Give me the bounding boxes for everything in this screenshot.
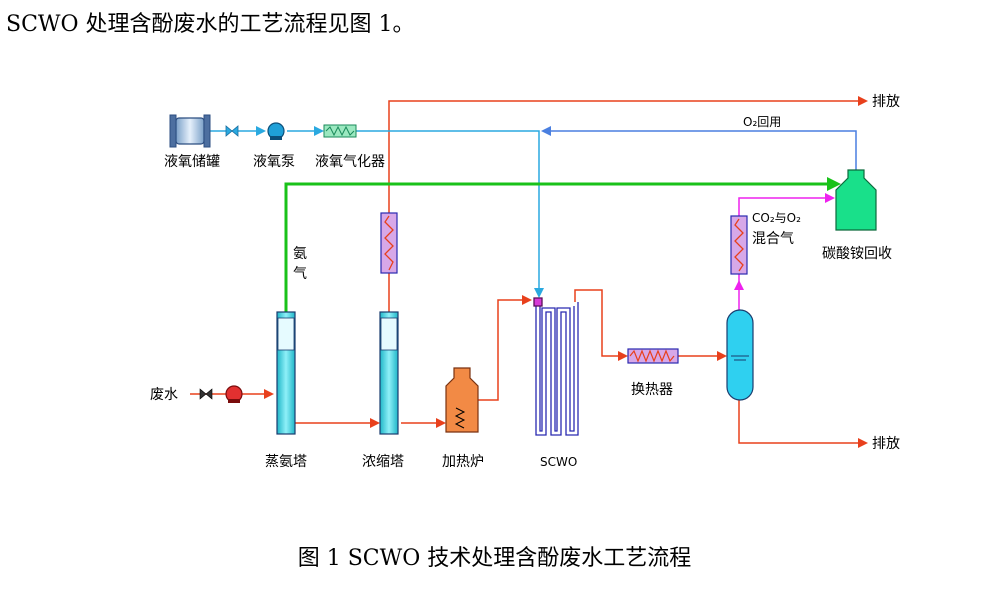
wastewater-pump-icon bbox=[225, 385, 243, 403]
label-discharge-bottom: 排放 bbox=[872, 436, 900, 452]
label-ammonia-2: 气 bbox=[293, 266, 307, 282]
line-vaporizer-to-scwo bbox=[356, 130, 544, 298]
label-heater: 加热炉 bbox=[442, 454, 484, 470]
label-ammonia-1: 氨 bbox=[293, 246, 307, 262]
label-co2-o2-2: 混合气 bbox=[752, 231, 794, 247]
line-co2-o2-mix-upper bbox=[738, 193, 835, 216]
label-heat-exchanger: 换热器 bbox=[631, 381, 673, 398]
heater-icon bbox=[445, 367, 479, 433]
separator-cooler-icon bbox=[730, 215, 748, 275]
label-scwo: SCWO bbox=[540, 455, 577, 469]
label-ammonia-stripper: 蒸氨塔 bbox=[265, 454, 307, 470]
label-co2-o2-1: CO₂与O₂ bbox=[752, 211, 801, 225]
label-lox-vaporizer: 液氧气化器 bbox=[315, 154, 385, 170]
lox-pump-icon bbox=[267, 122, 285, 140]
line-heater-to-scwo bbox=[478, 295, 532, 401]
heat-exchanger-icon bbox=[627, 348, 679, 364]
label-discharge-top: 排放 bbox=[872, 94, 900, 110]
line-scwo-to-exchanger bbox=[574, 289, 628, 361]
line-ammonia bbox=[284, 177, 841, 312]
label-lox-tank: 液氧储罐 bbox=[164, 154, 220, 170]
intro-text: SCWO 处理含酚废水的工艺流程见图 1。 bbox=[6, 12, 415, 37]
ammonium-recovery-icon bbox=[835, 169, 877, 231]
separator-icon bbox=[726, 309, 754, 401]
label-o2-recycle: O₂回用 bbox=[743, 115, 781, 129]
concentrator-cooler-icon bbox=[380, 212, 398, 274]
line-separator-to-discharge-bottom bbox=[738, 398, 868, 448]
label-ammonium-recovery: 碳酸铵回收 bbox=[822, 246, 892, 262]
label-wastewater: 废水 bbox=[150, 387, 178, 403]
figure-caption: 图 1 SCWO 技术处理含酚废水工艺流程 bbox=[297, 546, 692, 571]
wastewater-valve-icon bbox=[199, 388, 213, 400]
lox-vaporizer-icon bbox=[323, 124, 357, 138]
ammonia-stripper-icon bbox=[276, 311, 296, 435]
line-o2-recycle bbox=[541, 126, 857, 170]
line-concentrator-to-discharge-top bbox=[388, 96, 868, 312]
concentrator-icon bbox=[379, 311, 399, 435]
scwo-reactor-icon bbox=[533, 297, 579, 436]
label-lox-pump: 液氧泵 bbox=[253, 154, 295, 170]
label-concentrator: 浓缩塔 bbox=[362, 454, 404, 470]
lox-valve-icon bbox=[225, 125, 239, 137]
lox-tank-icon bbox=[169, 114, 211, 148]
